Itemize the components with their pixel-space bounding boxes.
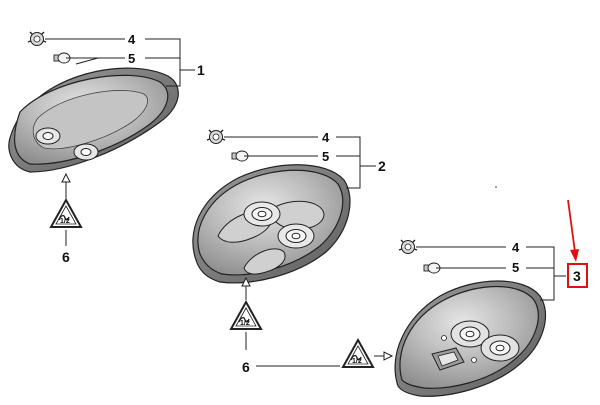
warning-label: 1/2 [352,358,362,365]
warning-label: 1/2 [60,218,70,225]
bulb-holder-icon [398,239,418,255]
highlight-box [567,263,588,288]
callout-a-6: 6 [62,249,70,265]
callout-c-4: 4 [512,240,520,255]
callout-b-5: 5 [322,149,329,164]
callout-2: 2 [378,158,386,174]
callout-a-5: 5 [128,51,135,66]
callout-a-4: 4 [128,32,136,47]
callout-1: 1 [197,62,205,78]
light-housing-1 [8,57,179,173]
warning-label: 1/2 [240,320,250,327]
callout-c-5: 5 [512,260,519,275]
callout-b-4: 4 [322,130,330,145]
speck [495,186,497,188]
light-housing-3 [394,280,547,397]
callout-3: 3 [573,268,581,284]
red-arrow-icon [567,199,579,262]
light-housing-2 [192,164,351,284]
assembly-2: 4 5 2 1/2 6 1/2 [192,129,394,375]
bulb-holder-icon [206,129,226,145]
callout-b-6: 6 [242,359,250,375]
assembly-3: 4 5 3 [394,186,588,397]
bulb-holder-icon [27,31,47,47]
assembly-1: 4 5 1 1/2 6 [8,31,205,265]
